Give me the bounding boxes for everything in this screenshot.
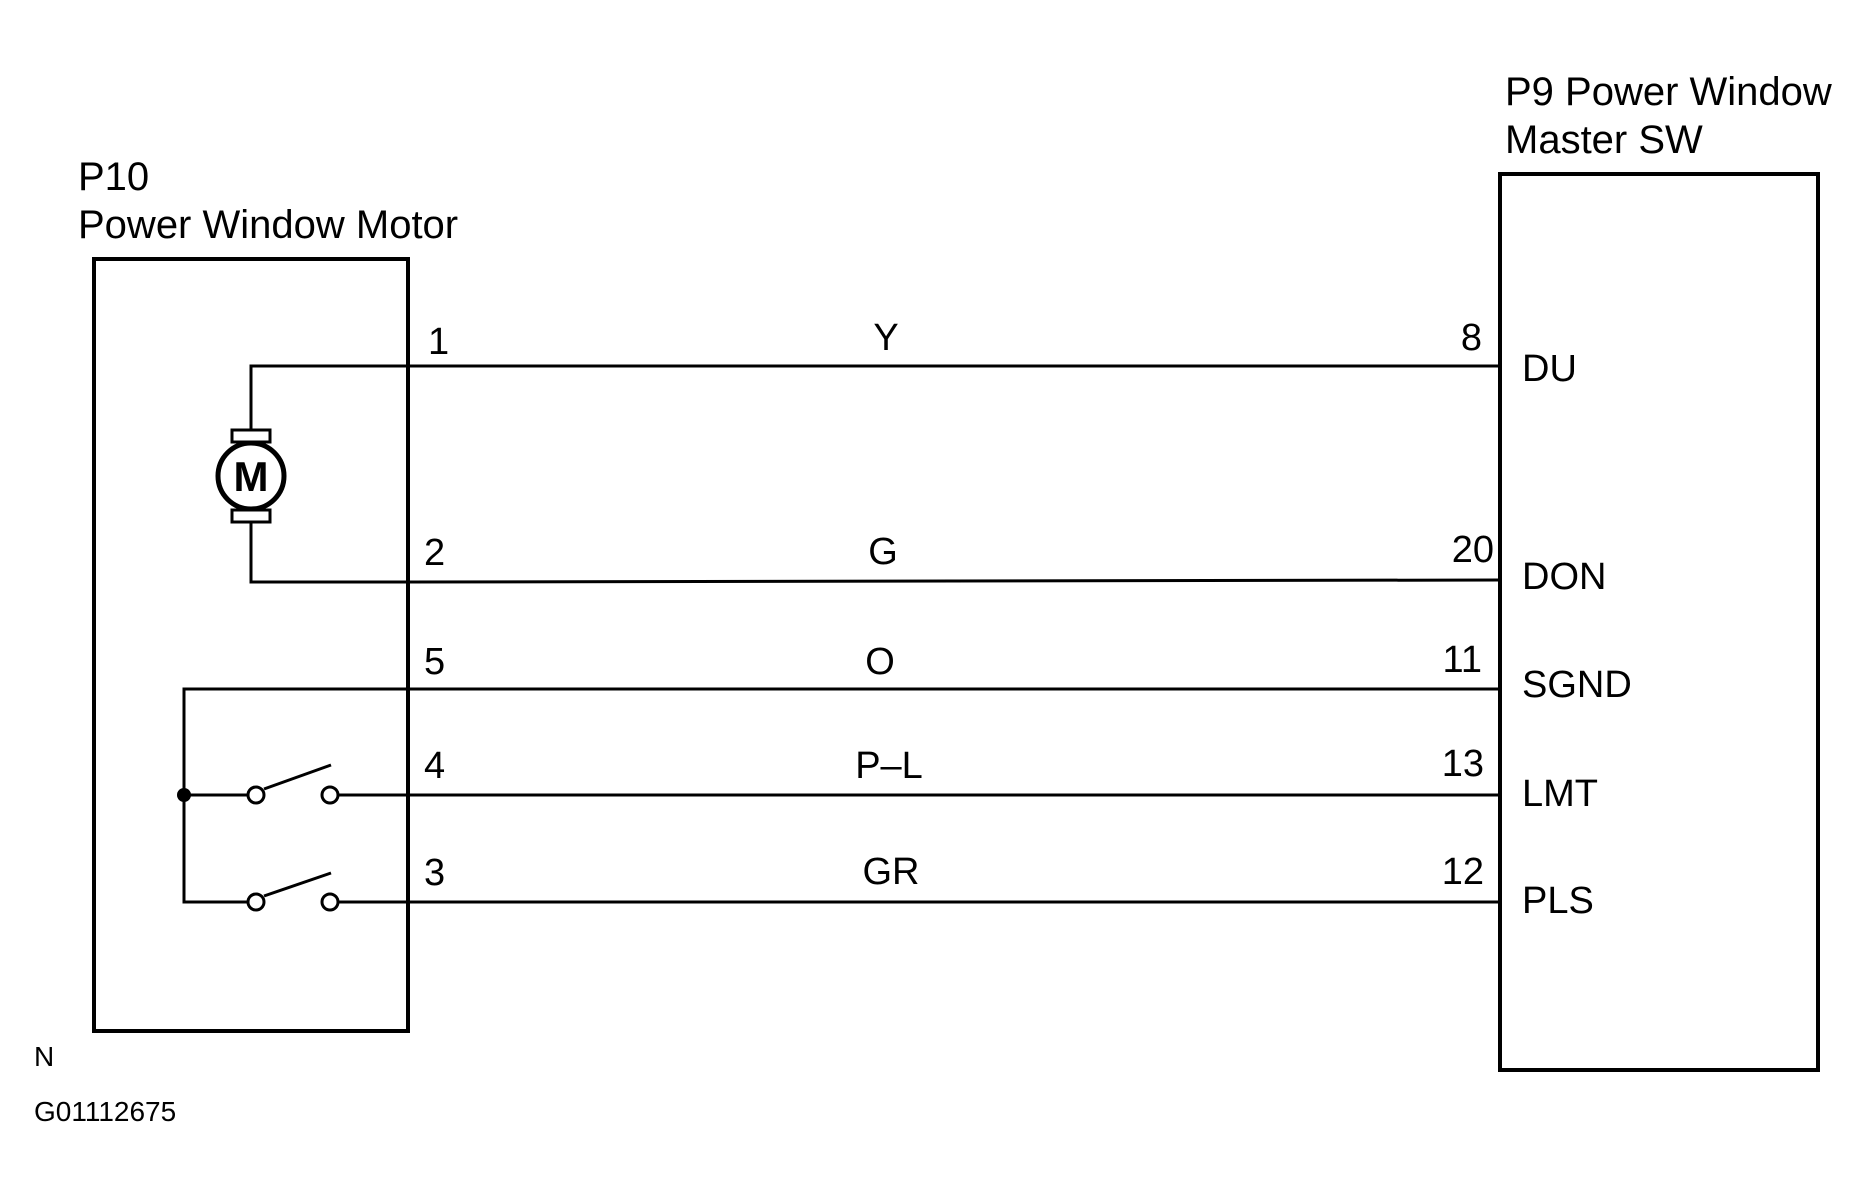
motor-internal-wiring <box>249 364 408 584</box>
right-connector-title: P9 Power Window <box>1505 70 1832 114</box>
wire-4-color: P–L <box>855 745 923 787</box>
wire-2-signal: DON <box>1522 556 1606 598</box>
wire-4: 4 P–L 13 LMT <box>408 743 1598 815</box>
wire-5-signal: PLS <box>1522 880 1594 922</box>
wire-4-signal: LMT <box>1522 773 1598 815</box>
wire-2: 2 G 20 DON <box>407 529 1606 598</box>
motor-icon: M <box>215 428 287 524</box>
wire-4-left-pin: 4 <box>424 745 445 787</box>
wire-5-right-pin: 12 <box>1442 851 1484 893</box>
wire-2-color: G <box>868 531 898 573</box>
figure-code: G01112675 <box>34 1096 176 1127</box>
wire-2-right-pin: 20 <box>1452 529 1494 571</box>
wire-1: 1 Y 8 DU <box>408 317 1577 390</box>
wire-1-right-pin: 8 <box>1461 317 1482 359</box>
wire-3-left-pin: 5 <box>424 641 445 683</box>
pulse-switch-icon <box>246 892 340 912</box>
wire-3-signal: SGND <box>1522 664 1632 706</box>
left-connector-id: P10 <box>78 155 149 199</box>
wire-1-signal: DU <box>1522 348 1577 390</box>
wire-3-right-pin: 11 <box>1443 639 1482 681</box>
wire-2-left-pin: 2 <box>424 532 445 574</box>
wire-4-right-pin: 13 <box>1442 743 1484 785</box>
left-connector-box <box>92 257 410 1033</box>
wire-1-left-pin: 1 <box>428 321 449 363</box>
left-connector-name: Power Window Motor <box>78 203 458 247</box>
junction-dot <box>177 788 191 802</box>
footer-letter: N <box>34 1041 54 1072</box>
wire-1-color: Y <box>873 317 898 359</box>
wire-5: 3 GR 12 PLS <box>408 851 1594 922</box>
right-connector-name: Master SW <box>1505 118 1703 162</box>
wire-3-color: O <box>865 641 895 683</box>
switch-network <box>182 687 408 904</box>
wire-3: 5 O 11 SGND <box>408 639 1632 706</box>
limit-switch-icon <box>246 785 340 805</box>
motor-symbol-label: M <box>234 453 269 500</box>
wire-5-color: GR <box>863 851 920 893</box>
right-connector-box <box>1498 172 1820 1072</box>
wire-5-left-pin: 3 <box>424 852 445 894</box>
